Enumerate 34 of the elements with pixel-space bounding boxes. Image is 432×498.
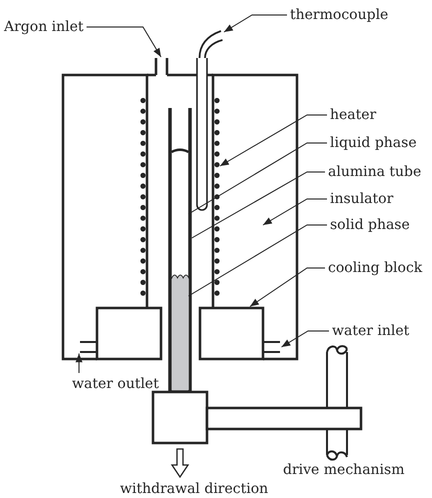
gas-inlet-pipe <box>154 56 168 76</box>
leader-line <box>224 14 288 32</box>
direction-label: withdrawal direction <box>120 481 268 497</box>
leader-line <box>188 142 328 214</box>
part-label: water inlet <box>332 323 410 339</box>
part-label: Argon inlet <box>4 19 84 35</box>
insulator <box>212 74 298 308</box>
heater-coil <box>214 98 220 296</box>
part-label: liquid phase <box>330 135 417 151</box>
sample-holder <box>152 390 208 444</box>
thermocouple <box>196 30 223 211</box>
part-label: heater <box>330 107 376 123</box>
leader-line <box>250 268 326 307</box>
leader-line <box>220 114 328 166</box>
part-label: water outlet <box>72 376 159 392</box>
leader-line <box>76 353 82 374</box>
solid-phase <box>172 276 189 390</box>
cooling-block <box>96 306 162 360</box>
part-label: alumina tube <box>328 164 422 180</box>
part-label: cooling block <box>328 260 422 276</box>
leader-line <box>86 26 162 58</box>
part-label: insulator <box>330 191 394 207</box>
leader-line <box>262 198 328 226</box>
water-outlet-pipe <box>79 341 98 353</box>
leader-line <box>191 172 326 238</box>
liquid-phase <box>170 148 190 280</box>
leader-line <box>281 330 330 348</box>
cooling-block <box>198 306 264 360</box>
part-label: drive mechanism <box>283 462 404 478</box>
part-label: thermocouple <box>290 7 388 23</box>
water-inlet-pipe <box>262 341 281 353</box>
drive-arm <box>206 406 362 430</box>
leader-line <box>188 224 328 296</box>
part-label: solid phase <box>330 217 410 233</box>
